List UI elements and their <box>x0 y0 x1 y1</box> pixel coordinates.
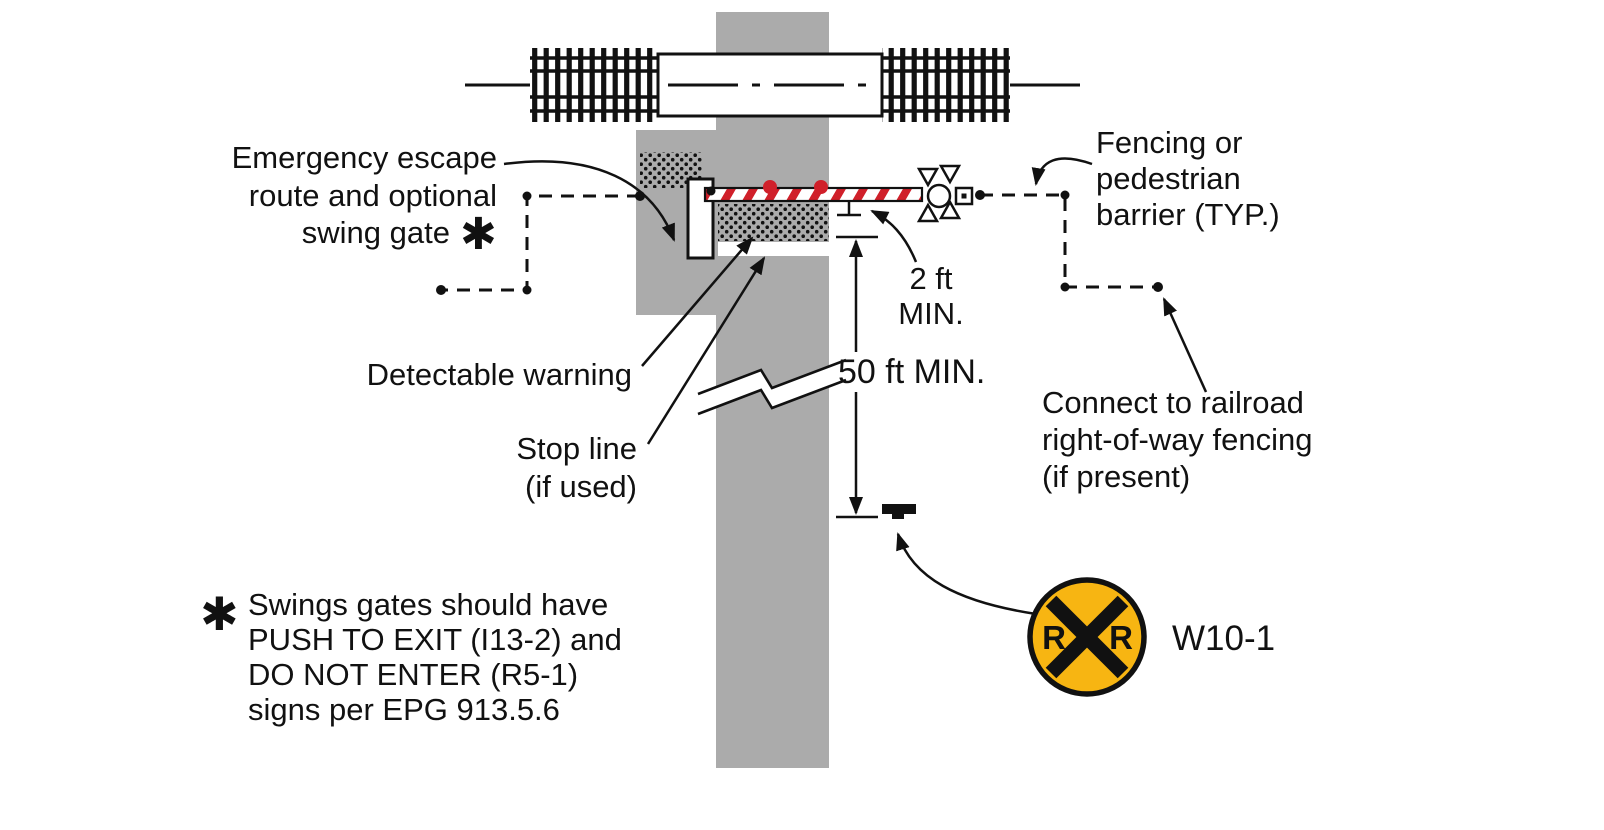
label-emergency-escape-line3: swing gate <box>302 215 450 250</box>
detectable-warning-main <box>718 204 829 241</box>
fence-post-dot <box>1060 190 1070 200</box>
footnote-line3: DO NOT ENTER (R5-1) <box>248 657 578 692</box>
leader-w10-1-arrow <box>896 532 1037 616</box>
asterisk-icon: ✱ <box>200 588 239 640</box>
flasher-triangle-icon <box>916 202 940 223</box>
fence-post-dot <box>436 285 446 295</box>
leader-fencing-arrow <box>1031 157 1093 186</box>
footnote-line1: Swings gates should have <box>248 587 608 622</box>
label-fencing-line1: Fencing or <box>1096 125 1242 160</box>
label-2ft-min-line2: MIN. <box>898 296 963 331</box>
leader-connect-fencing-arrow <box>1162 297 1208 393</box>
gate-arm <box>703 186 924 203</box>
label-w10-1: W10-1 <box>1172 619 1275 658</box>
fence-post-dot <box>522 285 532 295</box>
label-connect-fencing-line3: (if present) <box>1042 459 1190 494</box>
gate-light <box>763 180 777 194</box>
fence-left <box>436 191 645 295</box>
fence-post-dot <box>522 191 532 201</box>
label-detectable-warning: Detectable warning <box>367 357 632 392</box>
label-stop-line-line1: Stop line <box>516 431 637 466</box>
label-emergency-escape-line2: route and optional <box>249 178 497 213</box>
leader-arrows <box>503 157 1208 616</box>
gate-mechanism-icon <box>926 183 952 209</box>
label-stop-line-line2: (if used) <box>525 469 637 504</box>
flasher-triangle-icon <box>938 199 962 220</box>
dimension-50ft <box>836 235 878 519</box>
gate-pivot <box>706 186 716 196</box>
railroad-tracks <box>530 48 1010 122</box>
path-break-symbol <box>697 358 847 416</box>
leader-stop-line-arrow <box>646 256 766 445</box>
controller-box-dot <box>961 193 967 199</box>
track-rails <box>530 56 1010 113</box>
footnote-line4: signs per EPG 913.5.6 <box>248 692 560 727</box>
fence-right <box>975 190 1163 292</box>
leader-2ft-arrow <box>870 209 918 263</box>
stop-line-marking <box>718 242 829 256</box>
swing-gate <box>686 177 715 260</box>
label-2ft-min-line1: 2 ft <box>909 261 952 296</box>
label-connect-fencing-line2: right-of-way fencing <box>1042 422 1313 457</box>
gate-pedestal-symbol <box>916 164 974 223</box>
fence-post-dot <box>975 190 985 200</box>
label-connect-fencing-line1: Connect to railroad <box>1042 385 1304 420</box>
pedestrian-gate-assembly <box>703 164 974 223</box>
leader-emergency-escape-arrow <box>503 160 676 242</box>
detectable-warning-areas <box>640 152 829 241</box>
label-fencing-line3: barrier (TYP.) <box>1096 197 1280 232</box>
crossbuck-letter-left: R <box>1042 619 1066 656</box>
label-50ft-min: 50 ft MIN. <box>838 353 985 391</box>
flasher-triangle-icon <box>938 164 962 185</box>
label-fencing-line2: pedestrian <box>1096 161 1241 196</box>
footnote-line2: PUSH TO EXIT (I13-2) and <box>248 622 622 657</box>
fence-post-dot <box>1153 282 1163 292</box>
sign-location-marker <box>882 504 916 519</box>
asterisk-icon: ✱ <box>460 210 497 259</box>
crossbuck-x-icon <box>1045 595 1129 679</box>
fence-post-dot <box>1060 282 1070 292</box>
dimension-2ft-symbol <box>837 200 861 217</box>
label-emergency-escape-line1: Emergency escape <box>232 140 497 175</box>
flasher-triangle-icon <box>916 167 940 188</box>
w10-1-sign: R R <box>1027 577 1147 697</box>
leader-detectable-warning-arrow <box>641 236 754 367</box>
crossbuck-letter-right: R <box>1109 619 1133 656</box>
text-labels: Emergency escape route and optional swin… <box>200 125 1313 727</box>
gate-light <box>814 180 828 194</box>
